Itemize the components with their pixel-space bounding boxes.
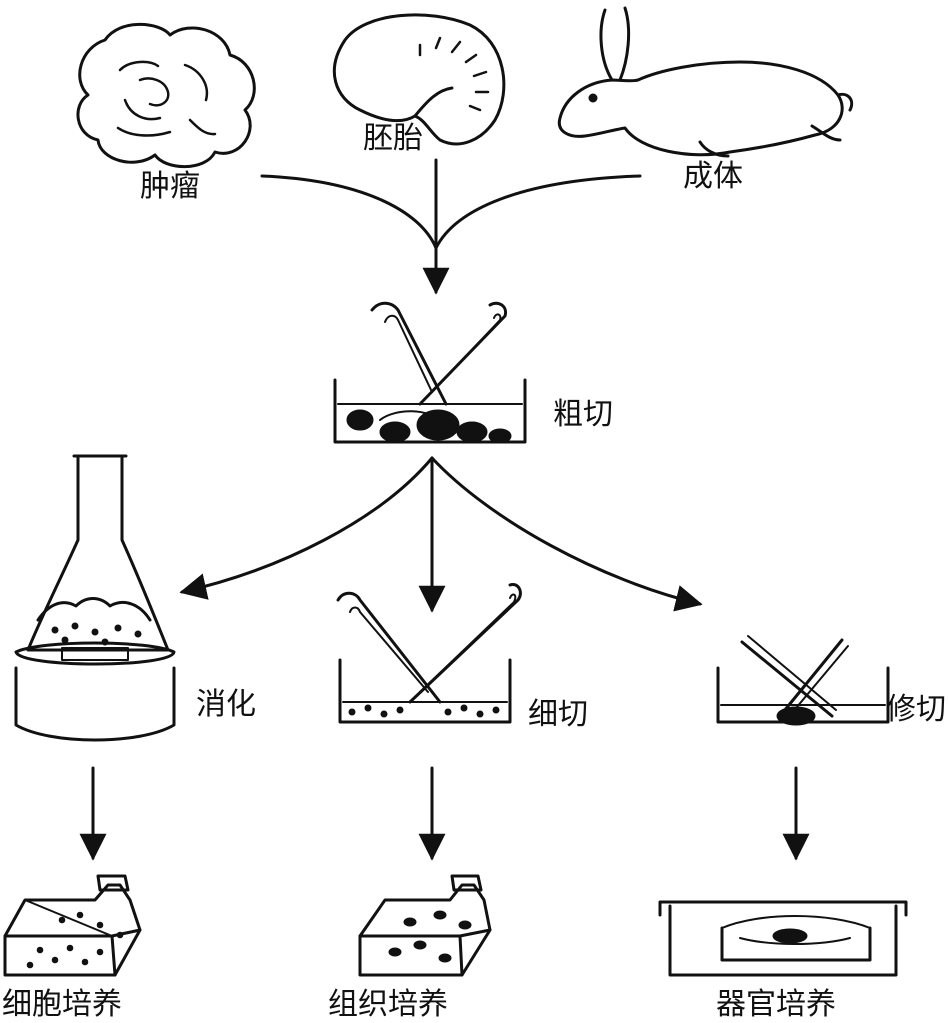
digest-flask-illustration [14, 454, 176, 742]
embryo-label: 胚胎 [363, 121, 423, 156]
trim-illustration [716, 635, 890, 726]
embryo-illustration [332, 13, 506, 146]
adult-label: 成体 [683, 159, 743, 194]
tumor-label: 肿瘤 [140, 169, 200, 204]
converge-arrows [260, 158, 642, 295]
coarse-cut-illustration [333, 301, 527, 444]
organ-culture-dish-illustration [658, 900, 908, 977]
rabbit-illustration [557, 6, 854, 158]
coarse-cut-label: 粗切 [553, 397, 613, 432]
trim-label: 修切 [886, 692, 946, 727]
organ-culture-label: 器官培养 [716, 987, 836, 1022]
cell-culture-label: 细胞培养 [2, 987, 122, 1022]
tissue-culture-flask-illustration [358, 874, 492, 977]
tissue-culture-label: 组织培养 [328, 987, 448, 1022]
cell-culture-flask-illustration [3, 874, 142, 977]
tumor-illustration [76, 22, 256, 169]
fine-cut-label: 细切 [528, 697, 588, 732]
digest-label: 消化 [196, 687, 256, 722]
fine-cut-illustration [336, 582, 522, 724]
split-arrows [179, 456, 703, 613]
down-arrows [79, 766, 810, 861]
